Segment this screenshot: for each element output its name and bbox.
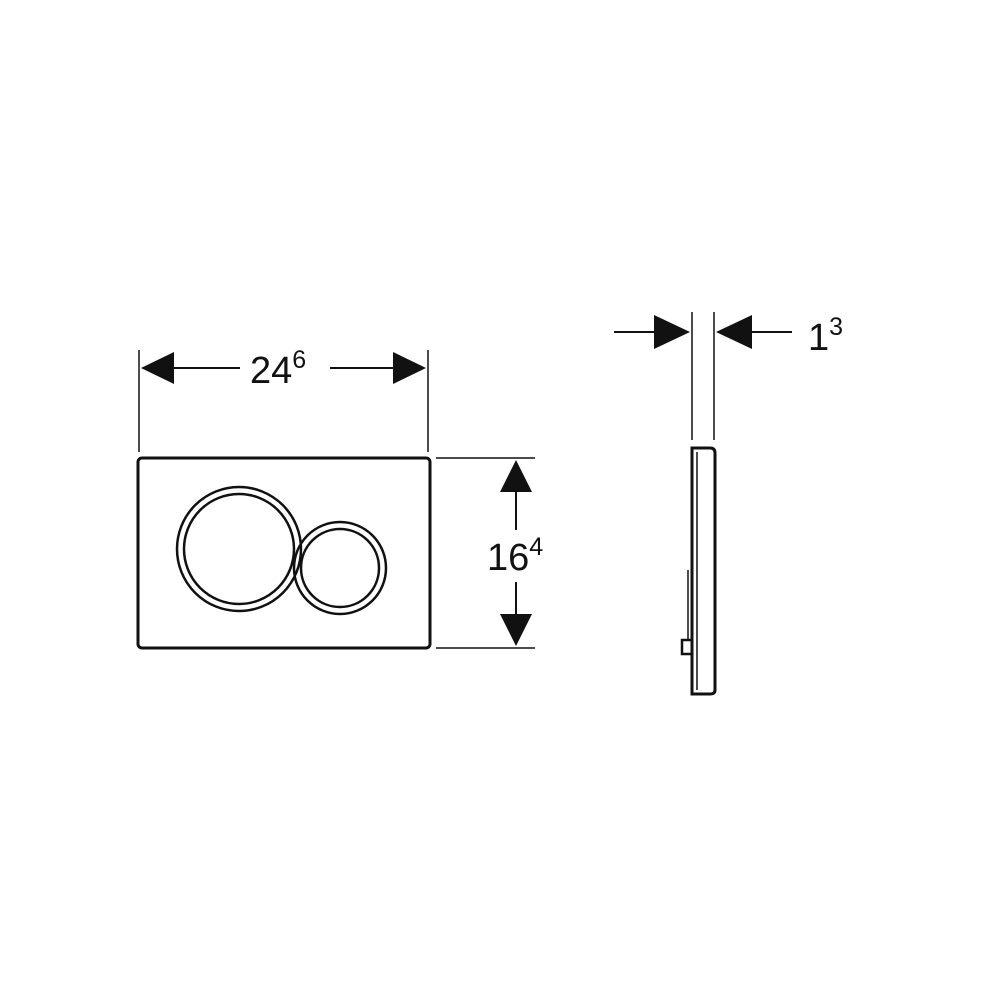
side-profile-outline xyxy=(690,446,717,696)
width-arrowhead-left xyxy=(141,352,174,384)
large-button-outer-ring xyxy=(175,485,303,613)
width-arrowhead-right xyxy=(393,352,426,384)
width-superscript: 6 xyxy=(292,346,306,374)
height-superscript: 4 xyxy=(529,533,543,561)
small-button-outer-ring xyxy=(292,520,388,616)
side-mounting-stub xyxy=(680,638,694,656)
depth-superscript: 3 xyxy=(829,313,843,341)
small-button-inner-ring xyxy=(299,527,381,609)
height-value: 16 xyxy=(487,537,529,579)
width-value: 24 xyxy=(250,350,292,392)
depth-dimension: 13 xyxy=(614,312,843,440)
height-dimension: 164 xyxy=(436,457,543,649)
side-view xyxy=(680,446,717,696)
height-label: 164 xyxy=(487,533,543,579)
depth-value: 1 xyxy=(808,317,829,359)
depth-arrowhead-right xyxy=(716,315,752,349)
height-arrowhead-top xyxy=(500,460,532,492)
depth-label: 13 xyxy=(808,313,843,359)
front-view xyxy=(136,456,432,650)
large-button-inner-ring xyxy=(182,492,296,606)
plate-outline xyxy=(136,456,432,650)
height-arrowhead-bottom xyxy=(500,614,532,646)
depth-arrowhead-left xyxy=(654,315,690,349)
width-label: 246 xyxy=(250,346,306,392)
width-dimension: 246 xyxy=(138,346,429,452)
